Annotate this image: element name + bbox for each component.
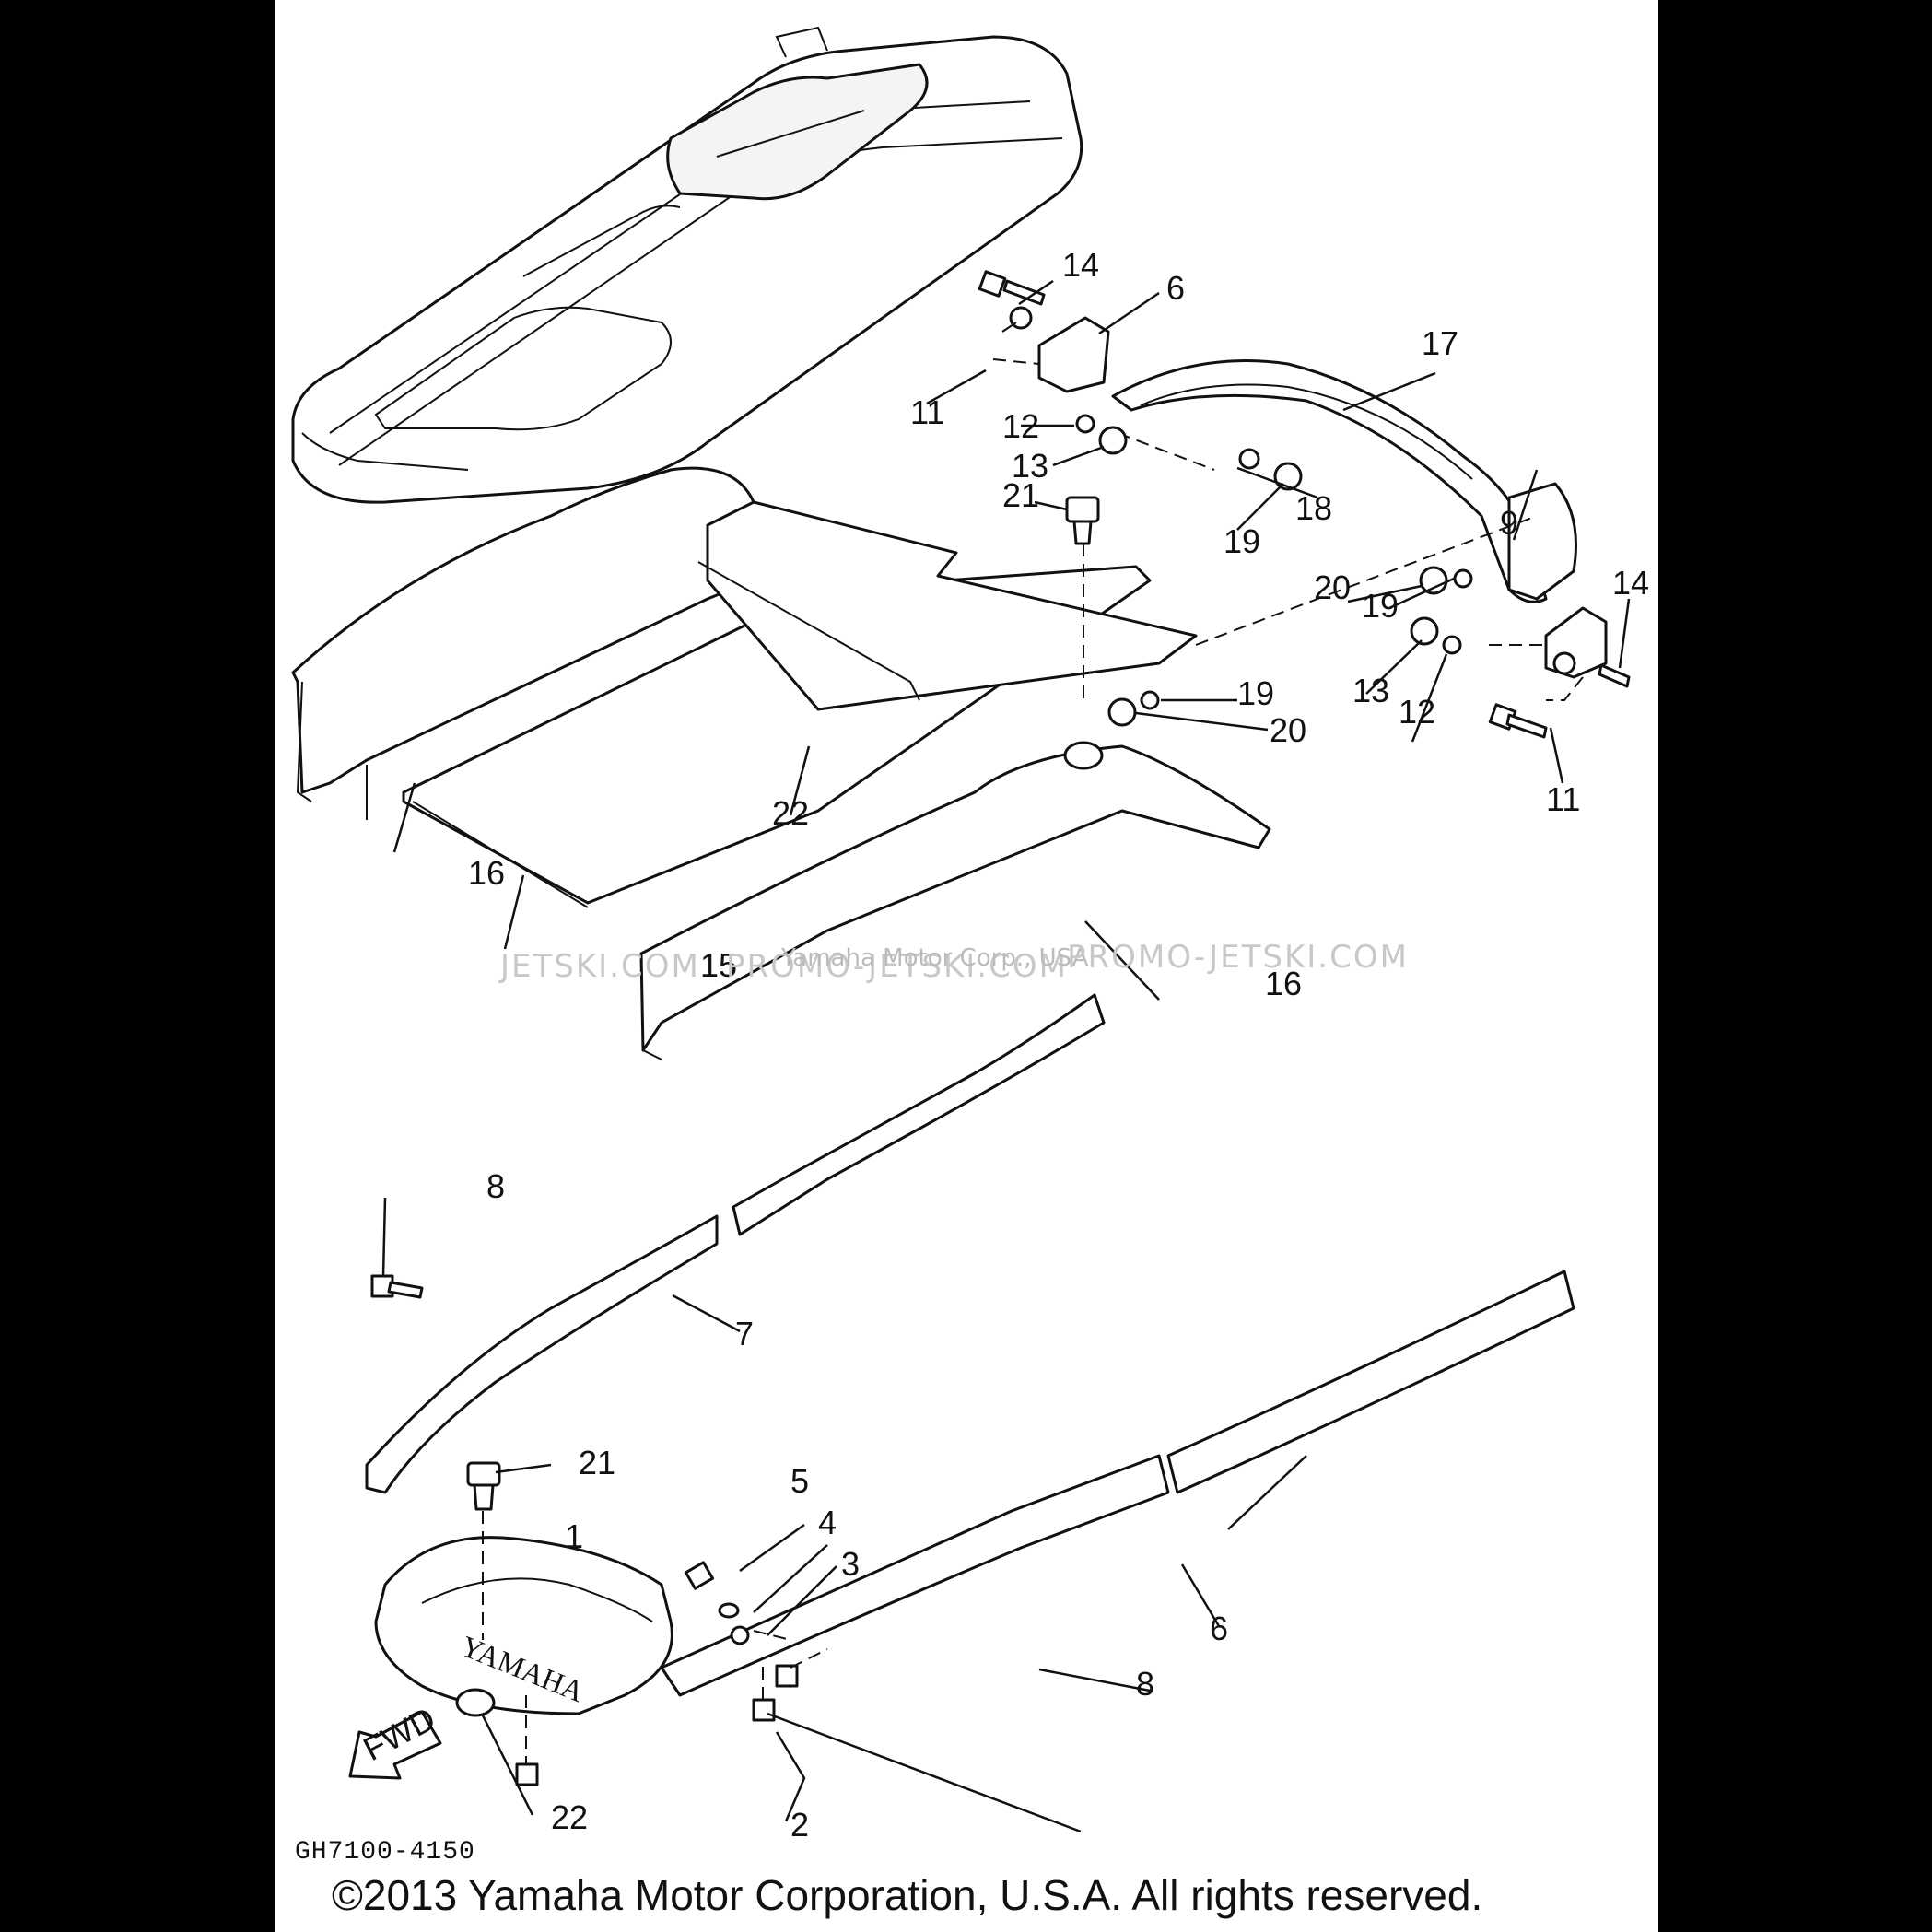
watermark-center: PROMO-JETSKI.COM [726,948,1068,985]
callout-7: 7 [735,1315,754,1352]
callout-19b: 19 [1362,587,1399,625]
callout-2: 2 [790,1806,809,1844]
callout-17: 16 [468,854,505,892]
part-6-lower-rail [660,1270,1575,1697]
callout-5: 5 [790,1462,809,1500]
watercraft-illustration [291,26,1083,504]
callout-11b: 11 [1546,780,1580,818]
callout-19: 18 [1295,489,1332,527]
callout-numbers: 14 6 11 12 13 18 19 17 21 9 14 20 19 13 … [468,246,1649,1844]
part-1-bow-bumper: YAMAHA [374,1461,673,1717]
callout-21b: 21 [579,1444,615,1481]
fastener-group-top [978,270,1631,770]
callout-10: 6 [1166,269,1185,307]
callout-9: 9 [1500,504,1518,542]
callout-1: 1 [565,1517,583,1555]
part-17-side-panel-left [291,466,802,820]
callout-22b: 22 [551,1798,588,1836]
part-18-rear-rail [1111,359,1577,646]
diagram-code: GH7100-4150 [295,1838,475,1867]
callout-22: 22 [772,794,809,832]
callout-20: 19 [1224,522,1260,560]
parts-diagram-sheet: YAMAHA FWD [275,0,1658,1932]
callout-12: 12 [1002,407,1039,445]
leader-lines [381,279,1631,1833]
callout-6: 6 [1210,1610,1228,1647]
watermark-right: PROMO-JETSKI.COM [1067,939,1409,976]
part-9-bracket [1489,606,1608,701]
part-16-side-panel-right [639,744,1271,1060]
watermark-left: JETSKI.COM [498,948,700,985]
callout-21: 21 [1002,476,1039,514]
watermark-center-sub: Yamaha Motor Corp., USA [780,944,1089,972]
callout-15: 15 [700,946,737,984]
callout-12b: 12 [1399,693,1435,731]
callout-8b: 8 [1136,1665,1154,1703]
center-mounting-plate [697,500,1198,711]
fwd-direction-arrow: FWD [348,1699,442,1780]
watermark: JETSKI.COM PROMO-JETSKI.COM Yamaha Motor… [498,939,1409,985]
callout-18: 17 [1422,324,1458,362]
copyright-notice: ©2013 Yamaha Motor Corporation, U.S.A. A… [332,1871,1483,1919]
callout-13: 13 [1012,447,1048,485]
callout-14b: 14 [1612,564,1649,602]
callout-13b: 13 [1352,672,1389,709]
callout-4: 4 [818,1504,837,1541]
fastener-group-bottom [370,1274,828,1786]
callout-14: 14 [1062,246,1099,284]
callout-16: 16 [1265,965,1302,1002]
exploded-parts-diagram: YAMAHA FWD [291,26,1649,1844]
part-10-bracket [992,316,1110,393]
callout-3: 3 [841,1545,860,1583]
part-7-gunwale-strip [365,993,1106,1494]
callout-20c: 20 [1270,711,1306,749]
callout-19c: 19 [1237,674,1274,712]
callout-8: 8 [486,1167,505,1205]
callout-11: 11 [910,393,944,431]
callout-20b: 20 [1314,568,1351,606]
